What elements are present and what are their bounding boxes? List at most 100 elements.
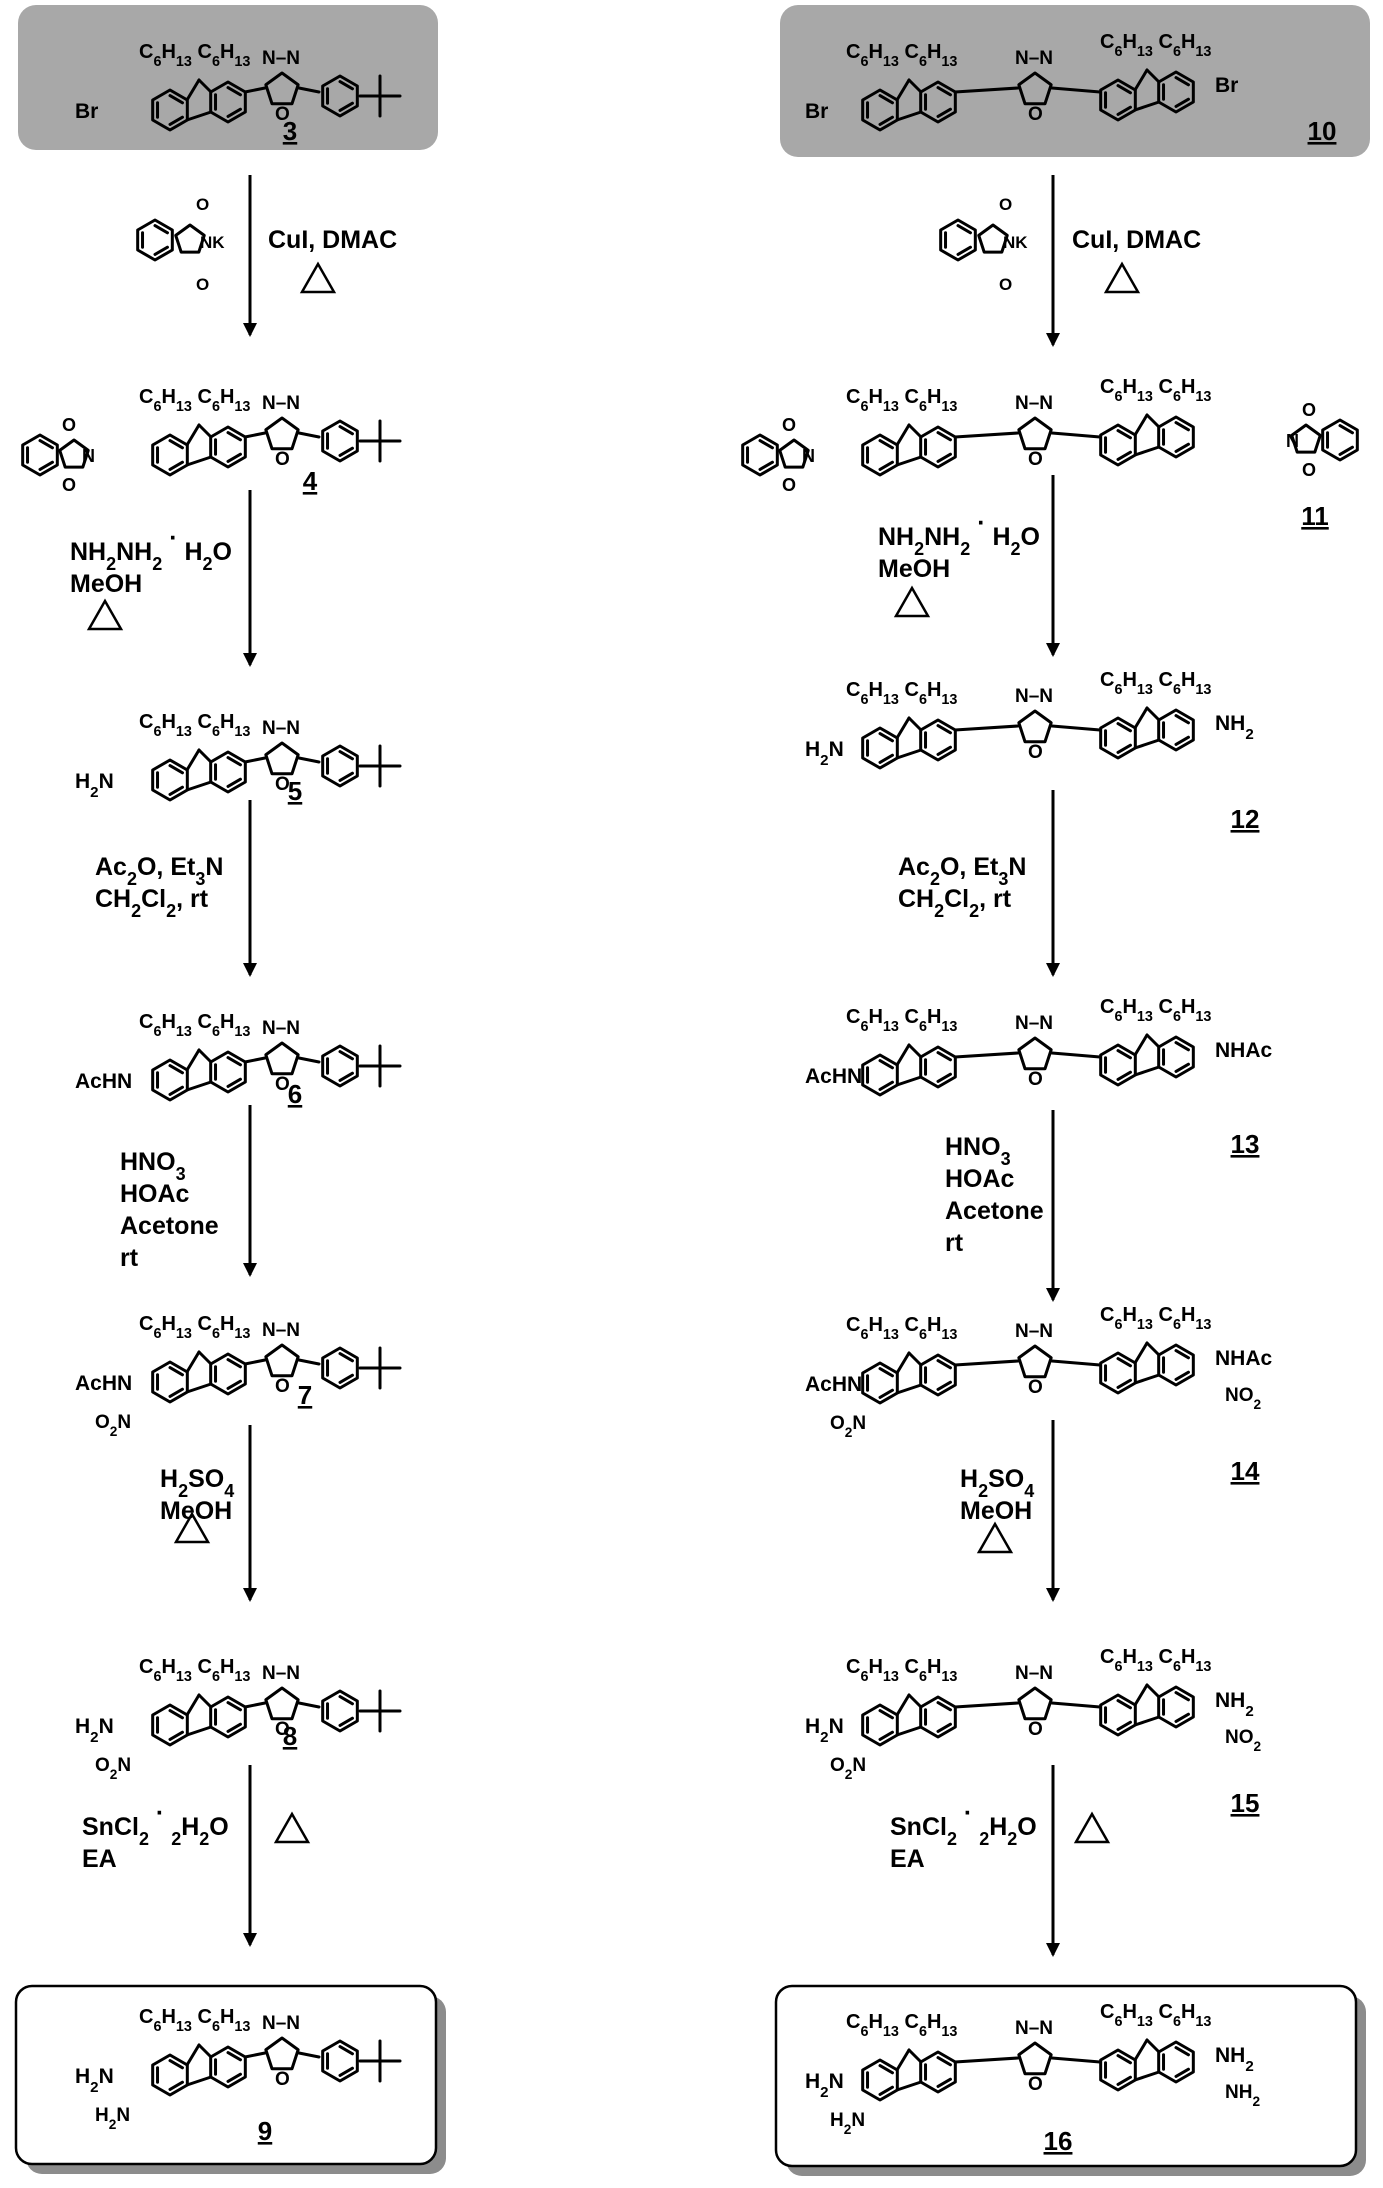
compound-6-tbutylphenyl-ring-double-bond bbox=[338, 1071, 354, 1082]
compound-14-fluorene-right-left-ring-double-bond bbox=[1116, 1378, 1132, 1389]
compound-11-phthalimide-right-ring-double-bond bbox=[1338, 424, 1354, 435]
compound-7-oxadiazole-o-label: O bbox=[275, 1376, 290, 1397]
compound-11-hexyl-labels-left: C6H13 C6H13 bbox=[846, 386, 957, 415]
compound-13-fluorene-right-bridge bbox=[1133, 1065, 1161, 1077]
compound-9-oxadiazole-nn-label: N–N bbox=[262, 2013, 300, 2034]
compound-14-hexyl-labels-right: C6H13 C6H13 bbox=[1100, 1304, 1211, 1333]
right-reagent-step4-line: HNO3 bbox=[945, 1133, 1011, 1169]
compound-14-fluorene-left-bridge bbox=[895, 1351, 911, 1375]
compound-3-link bbox=[297, 86, 321, 94]
compound-3-tbutylphenyl-ring bbox=[321, 74, 359, 118]
compound-16-fluorene-left-bridge bbox=[907, 2048, 923, 2064]
compound-6-left-group: AcHN bbox=[75, 1070, 132, 1093]
compound-10-right-group: Br bbox=[1215, 74, 1238, 97]
compound-13-hexyl-labels-right: C6H13 C6H13 bbox=[1100, 996, 1211, 1025]
compound-10-fluorene-left-right-ring-double-bond bbox=[936, 107, 952, 118]
compound-5-oxadiazole-nn-label: N–N bbox=[262, 718, 300, 739]
start-box-10 bbox=[780, 5, 1370, 157]
compound-3-oxadiazole-ring bbox=[264, 71, 300, 106]
compound-11-label: 11 bbox=[1301, 501, 1329, 531]
compound-12-fluorene-left-bridge bbox=[895, 716, 911, 740]
compound-7-fluorene-bridge bbox=[197, 1350, 213, 1366]
compound-14-oxadiazole-o-label: O bbox=[1028, 1377, 1043, 1398]
compound-8-fluorene-bridge bbox=[197, 1693, 213, 1709]
compound-10-fluorene-right-right-ring-double-bond bbox=[1174, 97, 1190, 108]
compound-15-fluorene-left-right-ring-double-bond bbox=[936, 1701, 952, 1712]
compound-6-fluorene-left-ring-double-bond bbox=[168, 1064, 184, 1075]
left-potassium-phthalimide-nk: NK bbox=[200, 233, 225, 252]
compound-9-fluorene-right-ring-double-bond bbox=[226, 2051, 242, 2062]
right-reagent-step2-line: NH2NH2 · H2O bbox=[878, 509, 1040, 559]
compound-11-fluorene-right-right-ring-double-bond bbox=[1174, 442, 1190, 453]
compound-16-fluorene-left-right-ring-double-bond bbox=[936, 2077, 952, 2088]
compound-15-fluorene-right-right-ring-double-bond bbox=[1174, 1691, 1190, 1702]
compound-4-fluorene-left-ring-double-bond bbox=[168, 439, 184, 450]
compound-10-fluorene-right-left-ring-double-bond bbox=[1116, 105, 1132, 116]
compound-9-link bbox=[297, 2051, 321, 2059]
compound-11-oxadiazole-ring bbox=[1017, 416, 1053, 451]
right-reagent-step6-line: SnCl2 · 2H2O bbox=[890, 1799, 1037, 1849]
compound-5-link bbox=[297, 756, 321, 764]
compound-12-fluorene-left-left-ring-double-bond bbox=[878, 753, 894, 764]
compound-12-oxadiazole-o-label: O bbox=[1028, 742, 1043, 763]
compound-14-fluorene-right-left-ring-double-bond bbox=[1116, 1357, 1132, 1368]
compound-15-fluorene-left-bridge bbox=[907, 1693, 923, 1709]
compound-10-hexyl-labels-left: C6H13 C6H13 bbox=[846, 41, 957, 70]
left-reagent-step1: CuI, DMAC bbox=[268, 226, 397, 254]
compound-3-link bbox=[243, 86, 267, 94]
compound-11-hexyl-labels-right: C6H13 C6H13 bbox=[1100, 376, 1211, 405]
compound-15-fluorene-right-left-ring-double-bond bbox=[1116, 1720, 1132, 1731]
left-reagent-step5-line: H2SO4 bbox=[160, 1465, 234, 1501]
compound-13-fluorene-right-right-ring-double-bond bbox=[1174, 1062, 1190, 1073]
compound-16-fluorene-right-bridge bbox=[1133, 2070, 1161, 2082]
compound-9-tbutylphenyl-ring-double-bond bbox=[338, 2045, 354, 2056]
compound-10-label: 10 bbox=[1308, 116, 1337, 146]
compound-7-fluorene-left-ring-double-bond bbox=[168, 1366, 184, 1377]
compound-8-link bbox=[243, 1701, 267, 1709]
compound-8-link bbox=[297, 1701, 321, 1709]
compound-6-fluorene-left-ring-double-bond bbox=[168, 1085, 184, 1096]
compound-12-hexyl-labels-left: C6H13 C6H13 bbox=[846, 679, 957, 708]
compound-14-fluorene-left-right-ring-double-bond bbox=[936, 1380, 952, 1391]
compound-9-fluorene-bridge bbox=[197, 2043, 213, 2059]
compound-13-hexyl-labels-left: C6H13 C6H13 bbox=[846, 1006, 957, 1035]
compound-11-phthalimide-right-n-label: N bbox=[1286, 431, 1299, 451]
compound-15-right-group: NH2 bbox=[1215, 1689, 1254, 1720]
right-reagent-step5-line: H2SO4 bbox=[960, 1465, 1034, 1501]
compound-12-left-group: H2N bbox=[805, 738, 844, 769]
compound-7-tbutylphenyl-ring-double-bond bbox=[338, 1352, 354, 1363]
compound-16-fluorene-left-left-ring-double-bond bbox=[878, 2064, 894, 2075]
compound-3-fluorene-right-ring-double-bond bbox=[226, 86, 242, 97]
compound-8-tbutylphenyl-ring-double-bond bbox=[338, 1716, 354, 1727]
left-reagent-step6-line: SnCl2 · 2H2O bbox=[82, 1799, 229, 1849]
compound-4-phthalimide-ring-double-bond bbox=[38, 439, 54, 450]
compound-13-fluorene-right-right-ring-double-bond bbox=[1174, 1041, 1190, 1052]
compound-12-fluorene-right-right-ring-double-bond bbox=[1174, 735, 1190, 746]
compound-4-fluorene-left-ring-double-bond bbox=[168, 460, 184, 471]
compound-6-fluorene-bridge bbox=[185, 1080, 213, 1092]
compound-13-label: 13 bbox=[1231, 1129, 1260, 1159]
compound-16-fluorene-right-bridge bbox=[1145, 2038, 1161, 2054]
compound-6-fluorene-bridge bbox=[197, 1048, 213, 1064]
compound-13-fluorene-left-left-ring-double-bond bbox=[878, 1059, 894, 1070]
right-heat-step5-icon bbox=[976, 1521, 1014, 1554]
compound-3-left-group: Br bbox=[75, 100, 98, 123]
compound-9-fluorene-right-ring-double-bond bbox=[226, 2072, 242, 2083]
compound-9-fluorene-left-ring-double-bond bbox=[168, 2080, 184, 2091]
compound-11-fluorene-right-left-ring-double-bond bbox=[1116, 450, 1132, 461]
compound-15-hexyl-labels-right: C6H13 C6H13 bbox=[1100, 1646, 1211, 1675]
compound-8-tbutylphenyl-ring-double-bond bbox=[338, 1695, 354, 1706]
compound-15-fluorene-left-bridge bbox=[895, 1693, 911, 1717]
compound-7-tbutylphenyl-ring-double-bond bbox=[338, 1373, 354, 1384]
compound-16-lower-right-group: NH2 bbox=[1225, 2082, 1260, 2109]
compound-11-phthalimide-left-n-label: N bbox=[802, 446, 815, 466]
compound-6-oxadiazole-nn-label: N–N bbox=[262, 1018, 300, 1039]
compound-9-label: 9 bbox=[258, 2116, 272, 2146]
compound-14-fluorene-left-bridge bbox=[907, 1351, 923, 1367]
compound-11-phthalimide-right-o-label: O bbox=[1302, 400, 1316, 420]
compound-15-fluorene-right-right-ring-double-bond bbox=[1174, 1712, 1190, 1723]
compound-8-fluorene-left-ring-double-bond bbox=[168, 1730, 184, 1741]
compound-14-lower-left-group: O2N bbox=[830, 1413, 866, 1440]
